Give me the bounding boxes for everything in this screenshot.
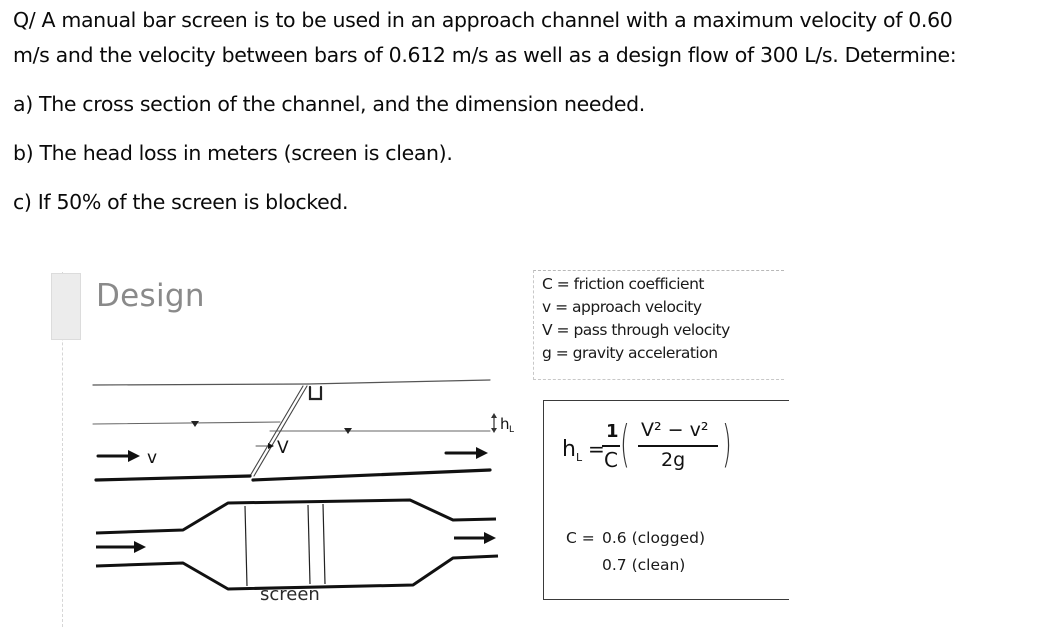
legend-friction-coefficient: C = friction coefficient <box>542 275 704 293</box>
question-part-a: a) The cross section of the channel, and… <box>13 92 645 116</box>
flow-arrow-icon <box>128 450 140 462</box>
formula-box: h L = 1 C ( V² − v² 2g ) C = 0.6 (clogge… <box>543 400 789 600</box>
formula-lhs-subscript: L <box>576 451 583 464</box>
formula-fraction-numerator: 1 <box>606 421 619 442</box>
water-level-marker-icon <box>191 421 199 427</box>
profile-view <box>92 379 497 482</box>
scanned-design-figure: Design <box>38 258 789 627</box>
figure-title: Design <box>96 278 205 314</box>
formula-inner-numerator: V² − v² <box>641 419 709 441</box>
flow-arrow-icon <box>476 447 488 459</box>
scan-edge-line <box>62 272 64 627</box>
plan-view <box>95 498 499 591</box>
formula-inner-bar <box>638 445 718 447</box>
question-part-b: b) The head loss in meters (screen is cl… <box>13 141 453 165</box>
legend-gravity-acceleration: g = gravity acceleration <box>542 344 718 362</box>
flow-arrow-icon <box>134 541 146 553</box>
formula-right-paren: ) <box>722 415 732 473</box>
formula-fraction-bar <box>602 445 620 447</box>
coefficient-clean: 0.7 (clean) <box>602 556 686 574</box>
formula-left-paren: ( <box>620 415 630 473</box>
question-part-c: c) If 50% of the screen is blocked. <box>13 190 349 214</box>
flow-arrow-icon <box>268 443 274 449</box>
head-loss-subscript: L <box>509 425 514 435</box>
formula-equals: = <box>588 437 605 461</box>
bar-screen-diagram: v V h L <box>92 379 514 591</box>
through-velocity-label: V <box>277 438 289 458</box>
question-line-1: Q/ A manual bar screen is to be used in … <box>13 8 953 32</box>
formula-lhs: h <box>562 437 576 462</box>
legend-pass-through-velocity: V = pass through velocity <box>542 321 730 339</box>
screen-label: screen <box>260 584 320 605</box>
formula-fraction-denominator: C <box>604 448 618 472</box>
legend-approach-velocity: v = approach velocity <box>542 298 702 316</box>
water-level-marker-icon <box>344 428 352 434</box>
head-loss-label: h <box>500 415 510 433</box>
formula-inner-denominator: 2g <box>661 449 686 471</box>
coefficient-label: C = <box>566 529 595 547</box>
approach-velocity-label: v <box>147 448 157 468</box>
question-line-2: m/s and the velocity between bars of 0.6… <box>13 43 957 67</box>
screen-bars <box>244 503 326 587</box>
scan-tab-marker <box>51 273 81 340</box>
coefficient-clogged: 0.6 (clogged) <box>602 529 706 547</box>
flow-arrow-icon <box>484 532 496 544</box>
legend-box: C = friction coefficient v = approach ve… <box>533 270 784 380</box>
